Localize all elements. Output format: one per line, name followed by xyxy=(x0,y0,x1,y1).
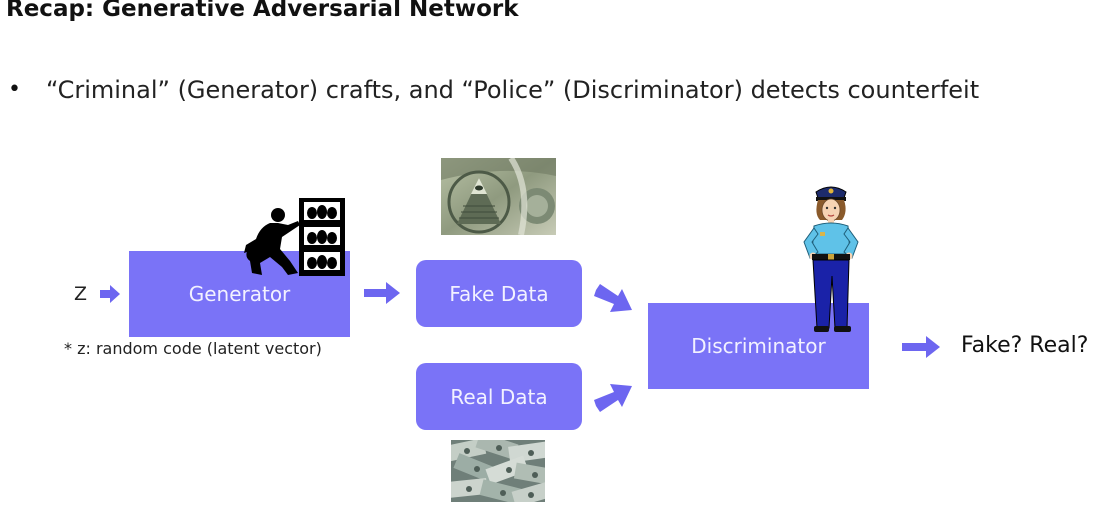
generator-to-fake-arrow-icon xyxy=(364,282,400,304)
discriminator-to-output-arrow-icon xyxy=(902,336,940,358)
bullet-marker: • xyxy=(8,77,21,102)
output-label: Fake? Real? xyxy=(961,333,1089,358)
fake-data-box: Fake Data xyxy=(416,260,582,327)
real-to-discriminator-arrow-icon xyxy=(594,384,632,412)
discriminator-label: Discriminator xyxy=(691,334,826,358)
real-data-box: Real Data xyxy=(416,363,582,430)
bullet-text: “Criminal” (Generator) crafts, and “Poli… xyxy=(46,76,980,104)
real-data-label: Real Data xyxy=(450,384,548,409)
slide-title: Recap: Generative Adversarial Network xyxy=(6,0,519,22)
criminal-silhouette-icon xyxy=(244,208,300,275)
fake-data-label: Fake Data xyxy=(449,281,549,306)
money-pile-image xyxy=(451,440,545,502)
generator-label: Generator xyxy=(188,282,291,306)
money-shelf-icon xyxy=(299,198,345,276)
police-officer-icon xyxy=(803,186,859,332)
latent-vector-note: * z: random code (latent vector) xyxy=(64,339,322,358)
z-arrow-icon xyxy=(100,285,120,303)
discriminator-box: Discriminator xyxy=(648,303,869,389)
z-input-label: Z xyxy=(74,283,88,305)
dollar-bill-image xyxy=(441,158,556,235)
fake-to-discriminator-arrow-icon xyxy=(594,284,632,312)
